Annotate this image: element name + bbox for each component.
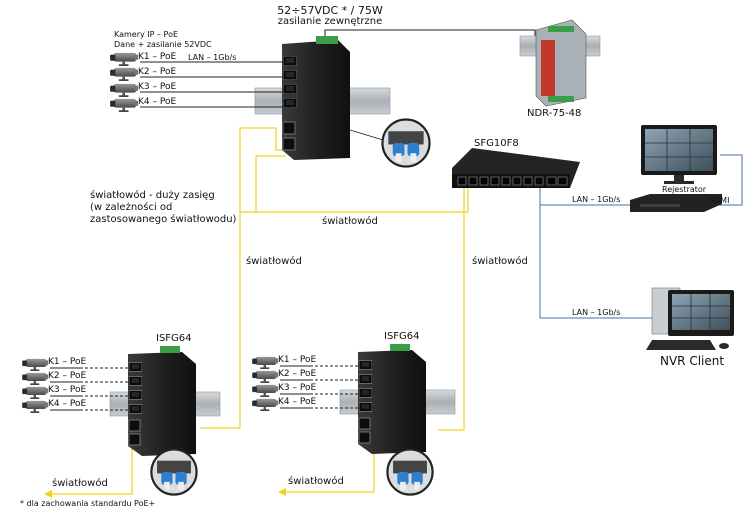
nvr-name: NVR Client [660,354,725,368]
right-port-k2: K2 – PoE [278,369,317,379]
fiber-label-top: światłowód [322,216,378,227]
fiber-sfg-to-right [438,186,465,431]
left-port-k1: K1 – PoE [48,357,87,367]
isfg64-right-name: ISFG64 [384,331,420,342]
fiber-links [50,127,469,495]
main-switch-name: SFG10F8 [474,138,519,149]
recorder-name: Rejestrator [662,185,707,194]
fiber-dashed-marks [239,232,465,268]
sfp-module-left [150,448,198,496]
fiber-label-bottom-left: światłowód [52,478,108,489]
isfg64-switch-left [128,346,196,456]
recorder-lan: LAN – 1Gb/s [572,195,621,204]
power-label: zasilanie zewnętrzne [277,16,383,27]
nvr-client-pc [646,287,734,350]
right-port-k3: K3 – PoE [278,383,317,393]
lan-links [539,154,743,319]
cameras-right [252,356,279,411]
fiber-label-mid-right: światłowód [472,256,528,267]
top-port-k3: K3 – PoE [138,82,177,92]
fiber-left-down [50,428,133,495]
sfp-module-top [381,118,431,168]
sfp-module-right [386,448,434,496]
top-port-k4: K4 – PoE [138,97,177,107]
sfg10f8-switch [452,148,580,188]
recorder-monitor [641,125,717,184]
psu-ndr-75-48 [535,19,587,107]
recorder-box [630,194,722,212]
cameras-left [22,358,49,413]
footnote: * dla zachowania standardu PoE+ [20,499,156,508]
left-port-k4: K4 – PoE [48,399,87,409]
right-port-k1: K1 – PoE [278,355,317,365]
fiber-top-to-sfg [239,127,469,213]
fiber-label-mid-left: światłowód [246,256,302,267]
psu-model: NDR-75-48 [527,108,582,119]
power-spec: 52÷57VDC * / 75W [277,4,383,17]
fiber-long-range-note: światłowód - duży zasięg (w zależności o… [90,190,237,225]
fiber-left-link [200,212,241,429]
top-industrial-switch [282,36,350,160]
recorder-hdmi: HDMI [708,196,730,205]
nvr-lan: LAN – 1Gb/s [572,308,621,317]
isfg64-left-name: ISFG64 [156,333,192,344]
cameras-heading-2: Dane + zasilanie 52VDC [114,40,212,49]
power-cable [324,29,536,44]
fiber-label-bottom-right: światłowód [288,476,344,487]
isfg64-switch-right [358,344,426,454]
cameras-heading-1: Kamery IP – PoE [114,30,179,39]
top-port-k1: K1 – PoE [138,52,177,62]
camera-cables-left [50,367,130,411]
camera-cables-right [280,365,360,409]
left-port-k2: K2 – PoE [48,371,87,381]
fiber-arrow-right-bottom [278,488,286,496]
cameras-lan-label: LAN – 1Gb/s [188,53,237,62]
left-port-k3: K3 – PoE [48,385,87,395]
top-port-k2: K2 – PoE [138,67,177,77]
camera-cables-top [140,61,284,108]
cameras-top [110,52,139,112]
fiber-arrow-left-bottom [44,490,52,498]
fiber-top-loop [255,155,286,212]
right-port-k4: K4 – PoE [278,397,317,407]
